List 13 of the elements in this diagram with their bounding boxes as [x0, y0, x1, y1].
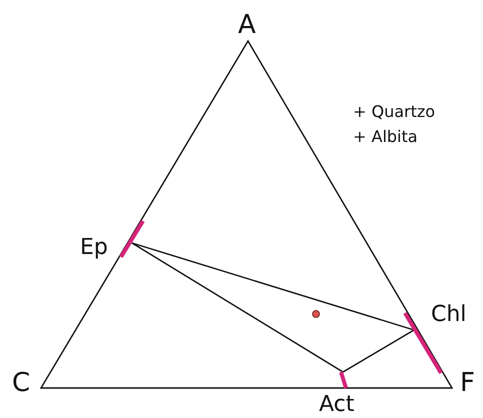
- composition-range-bar: [339, 371, 348, 389]
- composition-range-bar: [119, 220, 145, 258]
- axis-label: A: [238, 12, 256, 38]
- mineral-label: Act: [319, 394, 354, 416]
- axis-label: C: [12, 370, 30, 396]
- mineral-label: Ep: [80, 237, 108, 259]
- axis-label: F: [460, 370, 475, 396]
- tie-line: [132, 242, 414, 331]
- tie-line: [132, 242, 344, 373]
- tie-line: [342, 329, 414, 373]
- mineral-label: Chl: [431, 304, 466, 326]
- note: + Quartzo: [353, 104, 436, 120]
- note: + Albita: [353, 129, 418, 145]
